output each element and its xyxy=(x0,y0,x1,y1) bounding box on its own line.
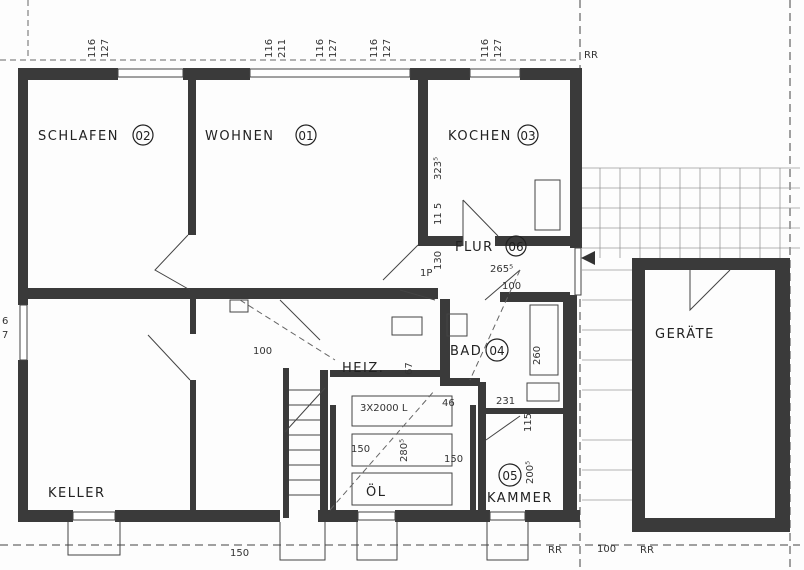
stove xyxy=(534,179,561,231)
light-wells xyxy=(67,522,529,561)
geraete-shed xyxy=(632,258,790,532)
room-label-flur: FLUR xyxy=(455,240,494,255)
svg-text:127: 127 xyxy=(382,39,393,58)
svg-text:127: 127 xyxy=(493,39,504,58)
room-label-heiz: HEIZ. xyxy=(342,361,384,376)
oil-tank-1 xyxy=(351,395,453,427)
svg-text:11 5: 11 5 xyxy=(433,203,444,225)
svg-text:116: 116 xyxy=(87,39,98,58)
svg-text:100: 100 xyxy=(597,544,616,555)
room-label-keller: KELLER xyxy=(48,486,105,501)
room-number-circle xyxy=(132,124,154,146)
svg-text:7: 7 xyxy=(2,330,8,341)
room-number-circle xyxy=(295,124,317,146)
fixtures xyxy=(229,179,561,511)
room-number-flur: 06 xyxy=(508,240,523,254)
svg-text:1P: 1P xyxy=(420,268,432,279)
tank-oil-label: ÖL xyxy=(366,483,386,500)
top-dimensions: 116 127 116 211 116 127 116 127 116 127 xyxy=(87,39,504,58)
svg-text:116: 116 xyxy=(369,39,380,58)
svg-text:200⁵: 200⁵ xyxy=(525,461,536,484)
room-number-kammer: 05 xyxy=(502,469,517,483)
svg-text:150: 150 xyxy=(444,454,463,465)
svg-text:46: 46 xyxy=(442,398,455,409)
room-number-circle xyxy=(505,235,527,257)
bathtub xyxy=(529,304,559,376)
svg-text:RR: RR xyxy=(548,545,562,556)
tank-capacity: 3X2000 L xyxy=(360,403,408,414)
room-number-kochen: 03 xyxy=(520,129,535,143)
oil-tank-3 xyxy=(351,472,453,506)
svg-text:265⁵: 265⁵ xyxy=(490,264,513,275)
svg-text:323⁵: 323⁵ xyxy=(433,157,444,180)
svg-text:116: 116 xyxy=(264,39,275,58)
room-number-circle xyxy=(517,124,539,146)
stairs xyxy=(284,387,326,496)
room-label-schlafen: SCHLAFEN xyxy=(38,129,119,144)
room-label-kammer: KAMMER xyxy=(487,491,553,506)
room-label-geraete: GERÄTE xyxy=(655,326,715,342)
svg-text:150: 150 xyxy=(351,444,370,455)
svg-text:231: 231 xyxy=(496,396,515,407)
svg-text:130: 130 xyxy=(433,251,444,270)
svg-text:100: 100 xyxy=(253,346,272,357)
svg-text:100: 100 xyxy=(502,281,521,292)
svg-text:RR: RR xyxy=(640,545,654,556)
sink-keller xyxy=(229,299,249,313)
windows xyxy=(19,68,582,521)
walls xyxy=(18,68,582,522)
washbasin xyxy=(526,382,560,402)
room-dimensions: 323⁵ 11 5 130 1P 265⁵ 100 67 260 231 46 … xyxy=(2,50,654,559)
room-label-bad: BAD xyxy=(450,344,482,359)
svg-text:6: 6 xyxy=(2,316,8,327)
svg-text:115: 115 xyxy=(523,413,534,432)
svg-text:RR: RR xyxy=(584,50,598,61)
room-number-schlafen: 02 xyxy=(135,129,150,143)
svg-text:116: 116 xyxy=(480,39,491,58)
svg-text:211: 211 xyxy=(277,39,288,58)
room-number-wohnen: 01 xyxy=(298,129,313,143)
room-number-bad: 04 xyxy=(489,344,504,358)
boiler xyxy=(391,316,423,336)
svg-text:280⁵: 280⁵ xyxy=(399,439,410,462)
oil-tank-2 xyxy=(351,433,453,467)
svg-text:150: 150 xyxy=(230,548,249,559)
room-number-circle xyxy=(485,338,509,362)
room-label-kochen: KOCHEN xyxy=(448,129,512,144)
svg-text:127: 127 xyxy=(100,39,111,58)
sink xyxy=(446,313,468,337)
room-number-circle xyxy=(498,463,522,487)
terrace-paving xyxy=(582,167,800,501)
room-label-wohnen: WOHNEN xyxy=(205,129,275,144)
svg-text:127: 127 xyxy=(328,39,339,58)
entrance-arrow-icon xyxy=(581,251,595,265)
svg-text:260: 260 xyxy=(532,346,543,365)
svg-text:67: 67 xyxy=(404,362,415,375)
door-swings xyxy=(147,199,521,441)
svg-text:116: 116 xyxy=(315,39,326,58)
